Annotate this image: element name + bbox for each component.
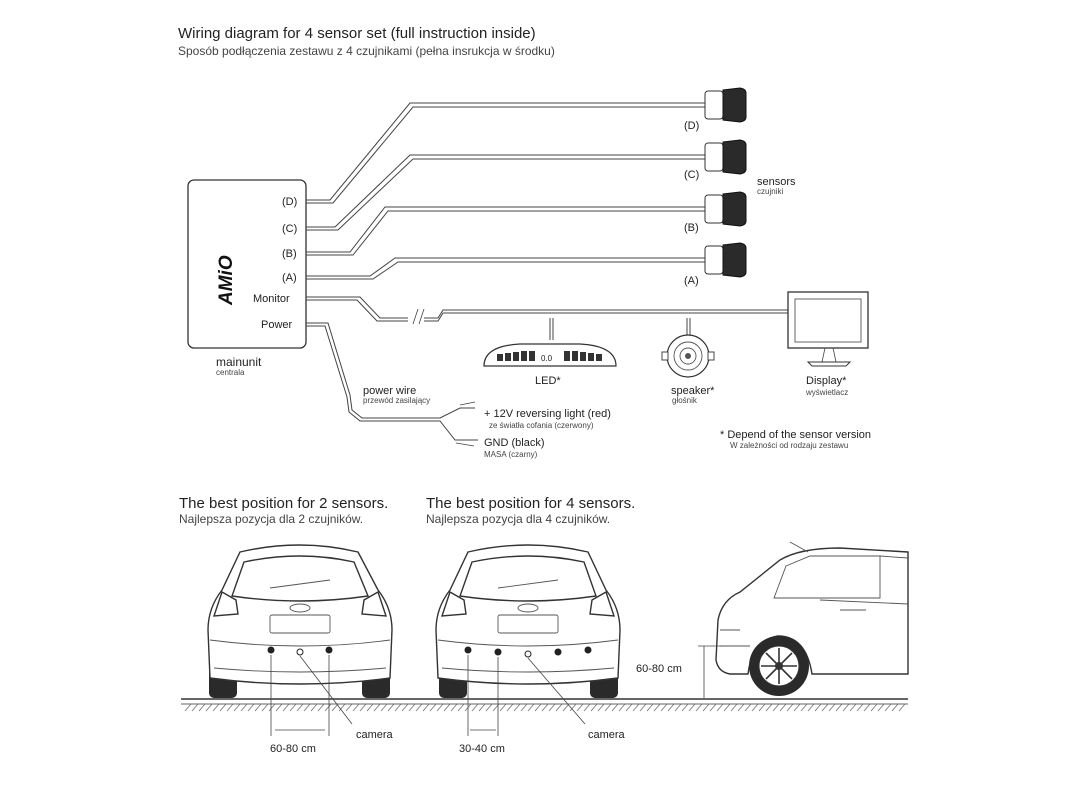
power-wire: power wire przewód zasilający + 12V reve… bbox=[306, 322, 611, 459]
sensor-a-label: (A) bbox=[684, 275, 699, 287]
power-wire-label: power wire bbox=[363, 385, 416, 397]
monitor-wire bbox=[306, 296, 790, 340]
sensor-b-label: (B) bbox=[684, 222, 699, 234]
port-b-label: (B) bbox=[282, 248, 297, 260]
four-sensors-distance: 30-40 cm bbox=[459, 743, 505, 755]
port-c-label: (C) bbox=[282, 223, 297, 235]
sensor-c bbox=[704, 139, 747, 175]
sensors-label: sensors bbox=[757, 176, 796, 188]
amio-logo: AMiO bbox=[216, 255, 237, 306]
diagram-title: Wiring diagram for 4 sensor set (full in… bbox=[178, 25, 536, 42]
plus-12v-label: + 12V reversing light (red) bbox=[484, 408, 611, 420]
led-display: 0.0 LED* bbox=[483, 343, 617, 387]
led-readout: 0.0 bbox=[541, 354, 553, 363]
display-monitor: Display* wyświetlacz bbox=[787, 291, 869, 397]
ground bbox=[181, 698, 908, 712]
speaker: speaker* głośnik bbox=[661, 334, 715, 405]
version-note: * Depend of the sensor version bbox=[720, 429, 871, 441]
port-a-label: (A) bbox=[282, 272, 297, 284]
car-side-view: 60-80 cm bbox=[636, 541, 909, 698]
two-sensors-distance: 60-80 cm bbox=[270, 743, 316, 755]
gnd-label-pl: MASA (czarny) bbox=[484, 450, 538, 459]
diagram-subtitle: Sposób podłączenia zestawu z 4 czujnikam… bbox=[178, 44, 555, 58]
display-label: Display* bbox=[806, 375, 847, 387]
sensor-d bbox=[704, 87, 747, 123]
four-sensors-camera: camera bbox=[588, 729, 626, 741]
mainunit-label-pl: centrala bbox=[216, 368, 245, 377]
gnd-label: GND (black) bbox=[484, 437, 545, 449]
four-sensors-title: The best position for 4 sensors. bbox=[426, 495, 635, 512]
sensor-wires bbox=[306, 102, 705, 280]
port-d-label: (D) bbox=[282, 196, 297, 208]
two-sensors-title-pl: Najlepsza pozycja dla 2 czujników. bbox=[179, 512, 363, 526]
sensor-a bbox=[704, 242, 747, 278]
sensor-d-label: (D) bbox=[684, 120, 699, 132]
main-unit: AMiO (D) (C) (B) (A) Monitor Power mainu… bbox=[187, 179, 307, 377]
sensor-b bbox=[704, 191, 747, 227]
car-rear-four-sensors: 30-40 cm camera bbox=[435, 544, 626, 755]
two-sensors-camera: camera bbox=[356, 729, 394, 741]
version-note-pl: W zależności od rodzaju zestawu bbox=[730, 441, 848, 450]
speaker-label-pl: głośnik bbox=[672, 396, 698, 405]
two-sensors-title: The best position for 2 sensors. bbox=[179, 495, 388, 512]
speaker-label: speaker* bbox=[671, 385, 715, 397]
port-power-label: Power bbox=[261, 319, 293, 331]
port-monitor-label: Monitor bbox=[253, 293, 290, 305]
power-wire-label-pl: przewód zasilający bbox=[363, 396, 430, 405]
led-label: LED* bbox=[535, 375, 561, 387]
sensor-c-label: (C) bbox=[684, 169, 699, 181]
sensors-label-pl: czujniki bbox=[757, 187, 783, 196]
mainunit-label: mainunit bbox=[216, 355, 262, 369]
four-sensors-title-pl: Najlepsza pozycja dla 4 czujników. bbox=[426, 512, 610, 526]
height-dimension: 60-80 cm bbox=[636, 663, 682, 675]
display-label-pl: wyświetlacz bbox=[805, 388, 848, 397]
car-rear-two-sensors: 60-80 cm camera bbox=[207, 544, 394, 755]
plus-12v-label-pl: ze światła cofania (czerwony) bbox=[489, 421, 594, 430]
